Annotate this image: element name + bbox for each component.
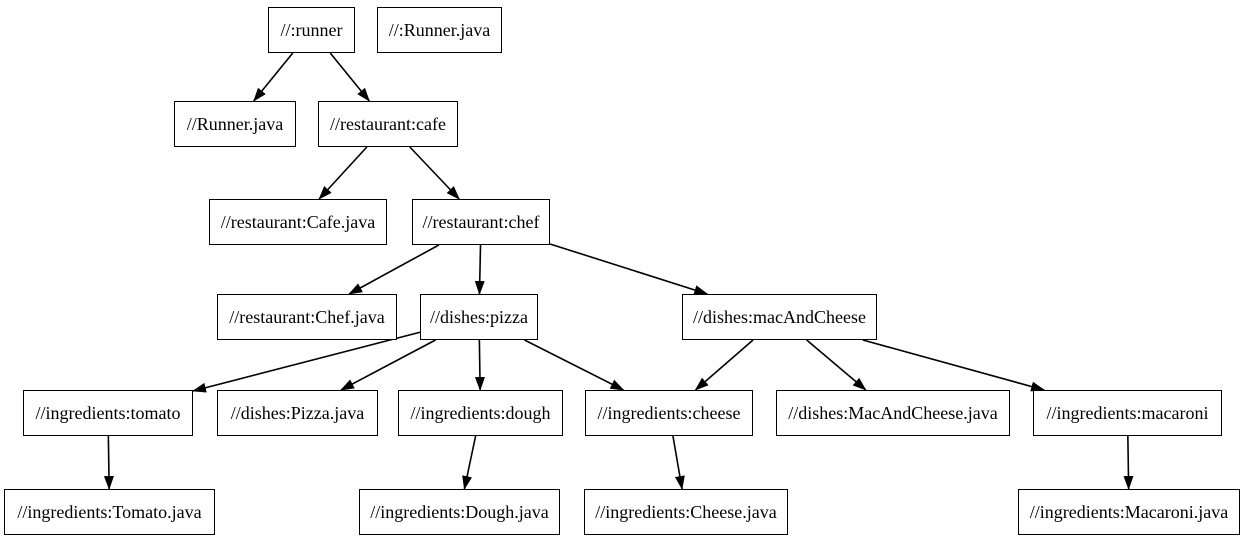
graph-node-mac-and-cheese-java: //dishes:MacAndCheese.java [776,390,1010,436]
graph-node-chef-java: //restaurant:Chef.java [217,294,397,340]
graph-node-runner: //:runner [268,7,355,53]
edge-mac-and-cheese-to-mac-and-cheese-java [806,339,867,391]
edge-chef-to-pizza [474,244,485,295]
graph-node-tomato-java: //ingredients:Tomato.java [4,489,215,535]
edge-chef-to-mac-and-cheese [549,243,709,295]
graph-node-chef: //restaurant:chef [412,199,550,245]
edge-runner-to-runner-java [253,52,294,102]
edge-mac-and-cheese-to-macaroni [862,339,1046,392]
edge-chef-to-chef-java [348,244,440,295]
graph-node-dough-java: //ingredients:Dough.java [359,489,560,535]
graph-node-runner-src: //:Runner.java [377,7,502,53]
graph-node-tomato: //ingredients:tomato [23,390,193,436]
edge-cafe-to-chef [409,146,460,200]
edge-pizza-to-pizza-java [340,339,436,391]
graph-node-macaroni: //ingredients:macaroni [1033,390,1222,436]
edge-macaroni-to-macaroni-java [1123,435,1134,490]
edge-cheese-to-cheese-java [672,435,685,490]
edge-dough-to-dough-java [462,435,477,490]
graph-node-cafe-java: //restaurant:Cafe.java [209,199,387,245]
graph-node-mac-and-cheese: //dishes:macAndCheese [682,294,877,340]
graph-node-macaroni-java: //ingredients:Macaroni.java [1018,489,1240,535]
edge-pizza-to-cheese [524,339,625,391]
graph-node-runner-java: //Runner.java [174,101,296,147]
graph-node-pizza: //dishes:pizza [420,294,538,340]
edge-pizza-to-tomato [192,331,421,393]
edge-mac-and-cheese-to-cheese [694,339,754,391]
edge-pizza-to-dough [474,339,485,391]
graph-node-cheese: //ingredients:cheese [585,390,753,436]
graph-node-pizza-java: //dishes:Pizza.java [217,390,378,436]
edge-cafe-to-cafe-java [318,146,368,200]
graph-node-dough: //ingredients:dough [398,390,563,436]
graph-node-cafe: //restaurant:cafe [318,101,458,147]
graph-node-cheese-java: //ingredients:Cheese.java [584,489,788,535]
edge-tomato-to-tomato-java [103,435,114,490]
edge-runner-to-cafe [329,52,370,102]
